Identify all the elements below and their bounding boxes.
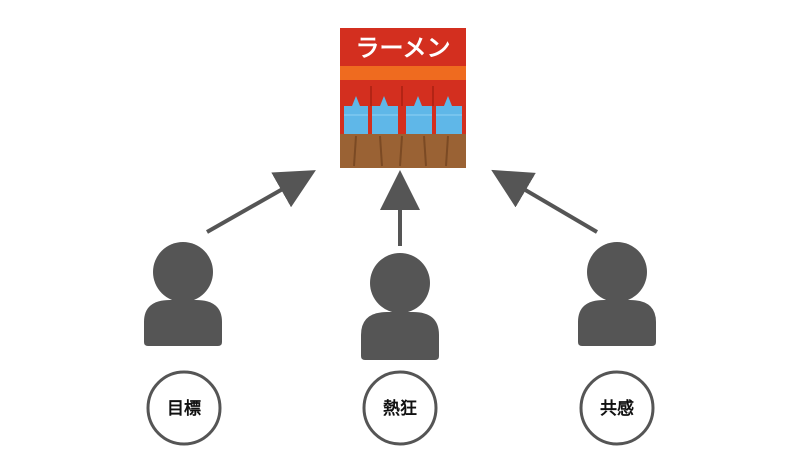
person-right: 共感 (578, 242, 656, 446)
shop-sign (340, 28, 466, 66)
label-circle-left: 目標 (146, 370, 222, 446)
label-circle-center: 熱狂 (362, 370, 438, 446)
shop-windows (344, 96, 462, 134)
person-center: 熱狂 (361, 253, 439, 446)
label-right: 共感 (600, 398, 634, 419)
ramen-shop-icon: ラーメン (340, 28, 466, 168)
label-left: 目標 (167, 398, 201, 419)
arrow-right (491, 169, 599, 234)
person-icon (578, 242, 656, 346)
label-center: 熱狂 (383, 398, 417, 419)
awning-band (340, 66, 466, 80)
person-icon (144, 242, 222, 346)
arrow-left (206, 170, 316, 234)
label-circle-right: 共感 (579, 370, 655, 446)
wooden-wall (340, 134, 466, 168)
arrows (206, 169, 599, 246)
shop-sign-text: ラーメン (355, 34, 450, 62)
person-left: 目標 (144, 242, 222, 446)
person-icon (361, 253, 439, 360)
